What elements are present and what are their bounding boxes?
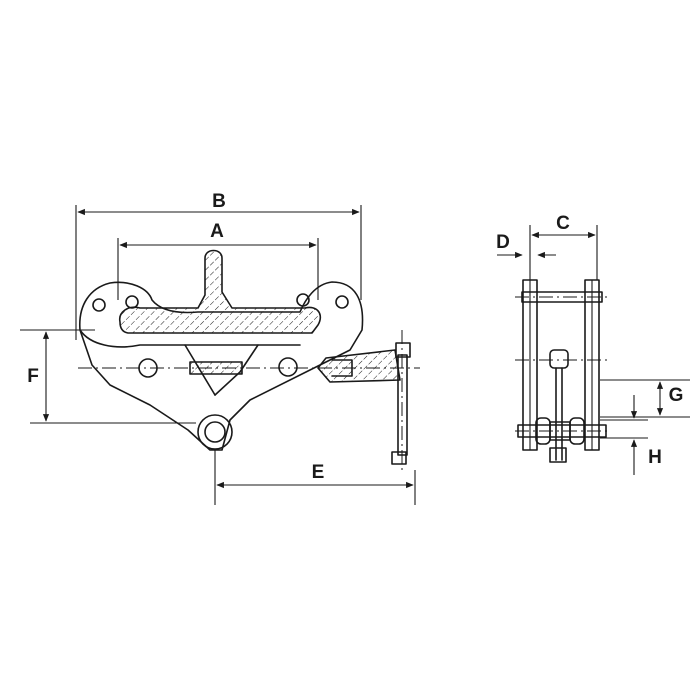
dimension-h-label: H — [648, 447, 662, 468]
screw-knob-top — [395, 342, 411, 358]
front-view — [78, 249, 420, 470]
side-screw-tip — [549, 447, 567, 463]
screw-tip — [331, 359, 353, 377]
right-jaw-line — [214, 344, 301, 396]
upper-left-hole — [92, 298, 106, 312]
dimension-f-label: F — [27, 366, 39, 387]
dimension-d-label: D — [496, 232, 510, 253]
upper-right-inner-hole — [296, 293, 310, 307]
dimension-a-label: A — [210, 221, 224, 242]
side-view-dimensions: C D G H — [496, 213, 690, 475]
middle-right-hole — [278, 357, 298, 377]
shackle-eye-outer — [197, 414, 233, 450]
left-jaw-line — [79, 329, 216, 396]
dimension-b-label: B — [212, 191, 226, 212]
upper-right-hole — [335, 295, 349, 309]
dimension-e-label: E — [312, 462, 325, 483]
screw-housing-hatched — [317, 349, 401, 383]
side-view — [515, 279, 610, 463]
jaw-hatched-section — [118, 249, 322, 334]
shackle-eye-inner — [204, 421, 226, 443]
middle-nut — [549, 349, 569, 369]
screw-handle-end — [391, 451, 407, 465]
upper-left-inner-hole — [125, 295, 139, 309]
dimension-c-label: C — [556, 213, 570, 234]
front-view-dimensions: B A F E — [20, 191, 416, 505]
dimension-g-label: G — [669, 385, 684, 406]
